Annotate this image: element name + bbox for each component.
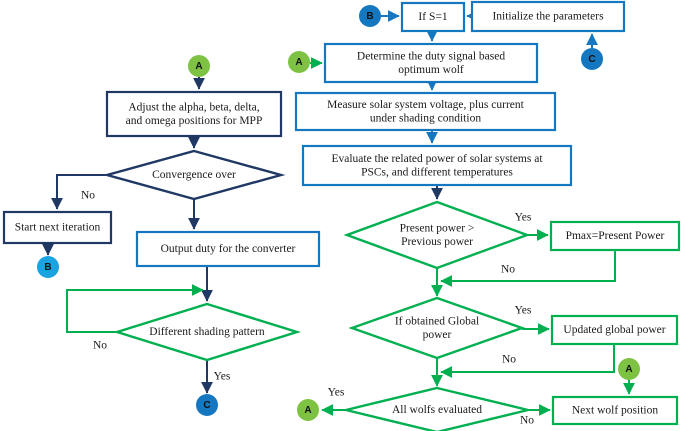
connector-label: A bbox=[195, 61, 202, 72]
connector-label: C bbox=[203, 400, 210, 411]
decision-node-convergence-over[interactable]: Convergence over bbox=[102, 149, 286, 201]
label-yes-wolfs: Yes bbox=[328, 387, 345, 399]
node-box bbox=[135, 230, 321, 268]
node-box bbox=[105, 90, 283, 138]
label-no-present: No bbox=[501, 264, 515, 276]
node-diamond bbox=[112, 302, 302, 362]
node-label: Initialize the parameters bbox=[492, 10, 604, 22]
process-node-updated-global[interactable]: Updated global power bbox=[550, 314, 679, 346]
connector-label: C bbox=[588, 54, 595, 65]
connector-circle-icon bbox=[581, 48, 603, 70]
connector-circle-icon bbox=[288, 51, 310, 73]
connector-label: A bbox=[304, 405, 311, 416]
process-node-next-wolf[interactable]: Next wolf position bbox=[551, 395, 679, 426]
connector-label: A bbox=[625, 364, 632, 375]
connector-label: B bbox=[366, 11, 373, 22]
node-box bbox=[551, 395, 679, 426]
label-no-global: No bbox=[502, 354, 516, 366]
connector-circle-icon bbox=[297, 399, 319, 421]
decision-node-all-wolfs[interactable]: All wolfs evaluated bbox=[345, 386, 529, 431]
process-node-pmax-present[interactable]: Pmax=Present Power bbox=[549, 220, 681, 252]
label-no-wolfs: No bbox=[520, 415, 534, 427]
node-label: Adjust the alpha, beta, delta,and omega … bbox=[126, 101, 263, 127]
node-diamond bbox=[343, 200, 531, 270]
node-label: Output duty for the converter bbox=[161, 243, 296, 255]
node-box bbox=[549, 220, 681, 252]
label-yes-present: Yes bbox=[515, 212, 532, 224]
process-node-evaluate-power[interactable]: Evaluate the related power of solar syst… bbox=[301, 144, 573, 187]
connector-circle-icon bbox=[359, 5, 381, 27]
connector-layer: B C A A B C A A bbox=[37, 5, 640, 421]
node-label: All wolfs evaluated bbox=[392, 404, 482, 416]
node-label: Next wolf position bbox=[572, 404, 658, 416]
connector-circle-icon bbox=[37, 256, 59, 278]
node-diamond bbox=[348, 296, 526, 360]
node-diamond bbox=[345, 386, 529, 431]
edge-conv-no-to-start bbox=[51, 174, 107, 210]
connector-conn-a-right[interactable]: A bbox=[618, 358, 640, 380]
edge-updated-no-loop bbox=[440, 344, 615, 378]
connector-conn-a-bottom[interactable]: A bbox=[297, 399, 319, 421]
process-node-layer: If S=1 Initialize the parametersDetermine… bbox=[2, 0, 681, 426]
label-no-convergence: No bbox=[81, 190, 95, 202]
connector-conn-c-right[interactable]: C bbox=[581, 48, 603, 70]
edge-pmax-no-loop bbox=[440, 250, 616, 287]
node-label: Updated global power bbox=[563, 324, 665, 336]
node-box bbox=[301, 144, 573, 187]
node-label: Different shading pattern bbox=[149, 326, 265, 338]
node-box bbox=[2, 210, 113, 245]
connector-circle-icon bbox=[196, 394, 218, 416]
node-label: Evaluate the related power of solar syst… bbox=[331, 152, 543, 178]
label-yes-global: Yes bbox=[515, 305, 532, 317]
connector-conn-a-left[interactable]: A bbox=[188, 55, 210, 77]
connector-label: A bbox=[295, 57, 302, 68]
node-box bbox=[294, 91, 557, 132]
node-box bbox=[323, 42, 539, 84]
node-label: Start next iteration bbox=[15, 221, 101, 233]
process-node-measure-solar[interactable]: Measure solar system voltage, plus curre… bbox=[294, 91, 557, 132]
label-yes-shading: Yes bbox=[214, 371, 231, 383]
edge-shading-no-loop bbox=[66, 284, 204, 333]
process-node-initialize[interactable]: Initialize the parameters bbox=[470, 0, 626, 33]
connector-conn-b-top[interactable]: B bbox=[359, 5, 381, 27]
decision-node-different-shading[interactable]: Different shading pattern bbox=[112, 302, 302, 362]
node-label: Convergence over bbox=[152, 169, 236, 181]
edge-layer bbox=[42, 10, 635, 416]
connector-conn-b-bottom[interactable]: B bbox=[37, 256, 59, 278]
node-label: If S=1 bbox=[418, 11, 447, 23]
node-label: Present power >Previous power bbox=[400, 222, 475, 248]
process-node-start-next-iter[interactable]: Start next iteration bbox=[2, 210, 113, 245]
node-label: Measure solar system voltage, plus curre… bbox=[327, 98, 525, 124]
node-diamond bbox=[102, 149, 286, 201]
node-box bbox=[470, 0, 626, 33]
decision-node-present-vs-prev[interactable]: Present power >Previous power bbox=[343, 200, 531, 270]
connector-conn-c-bottom[interactable]: C bbox=[196, 394, 218, 416]
connector-circle-icon bbox=[618, 358, 640, 380]
connector-conn-a-mid[interactable]: A bbox=[288, 51, 310, 73]
node-label: Pmax=Present Power bbox=[566, 230, 665, 242]
process-node-adjust-positions[interactable]: Adjust the alpha, beta, delta,and omega … bbox=[105, 90, 283, 138]
connector-label: B bbox=[44, 262, 51, 273]
node-box bbox=[550, 314, 679, 346]
connector-circle-icon bbox=[188, 55, 210, 77]
process-node-if-s-1[interactable]: If S=1 bbox=[400, 1, 466, 33]
node-box bbox=[400, 1, 466, 33]
process-node-output-duty[interactable]: Output duty for the converter bbox=[135, 230, 321, 268]
label-no-shading: No bbox=[93, 340, 107, 352]
